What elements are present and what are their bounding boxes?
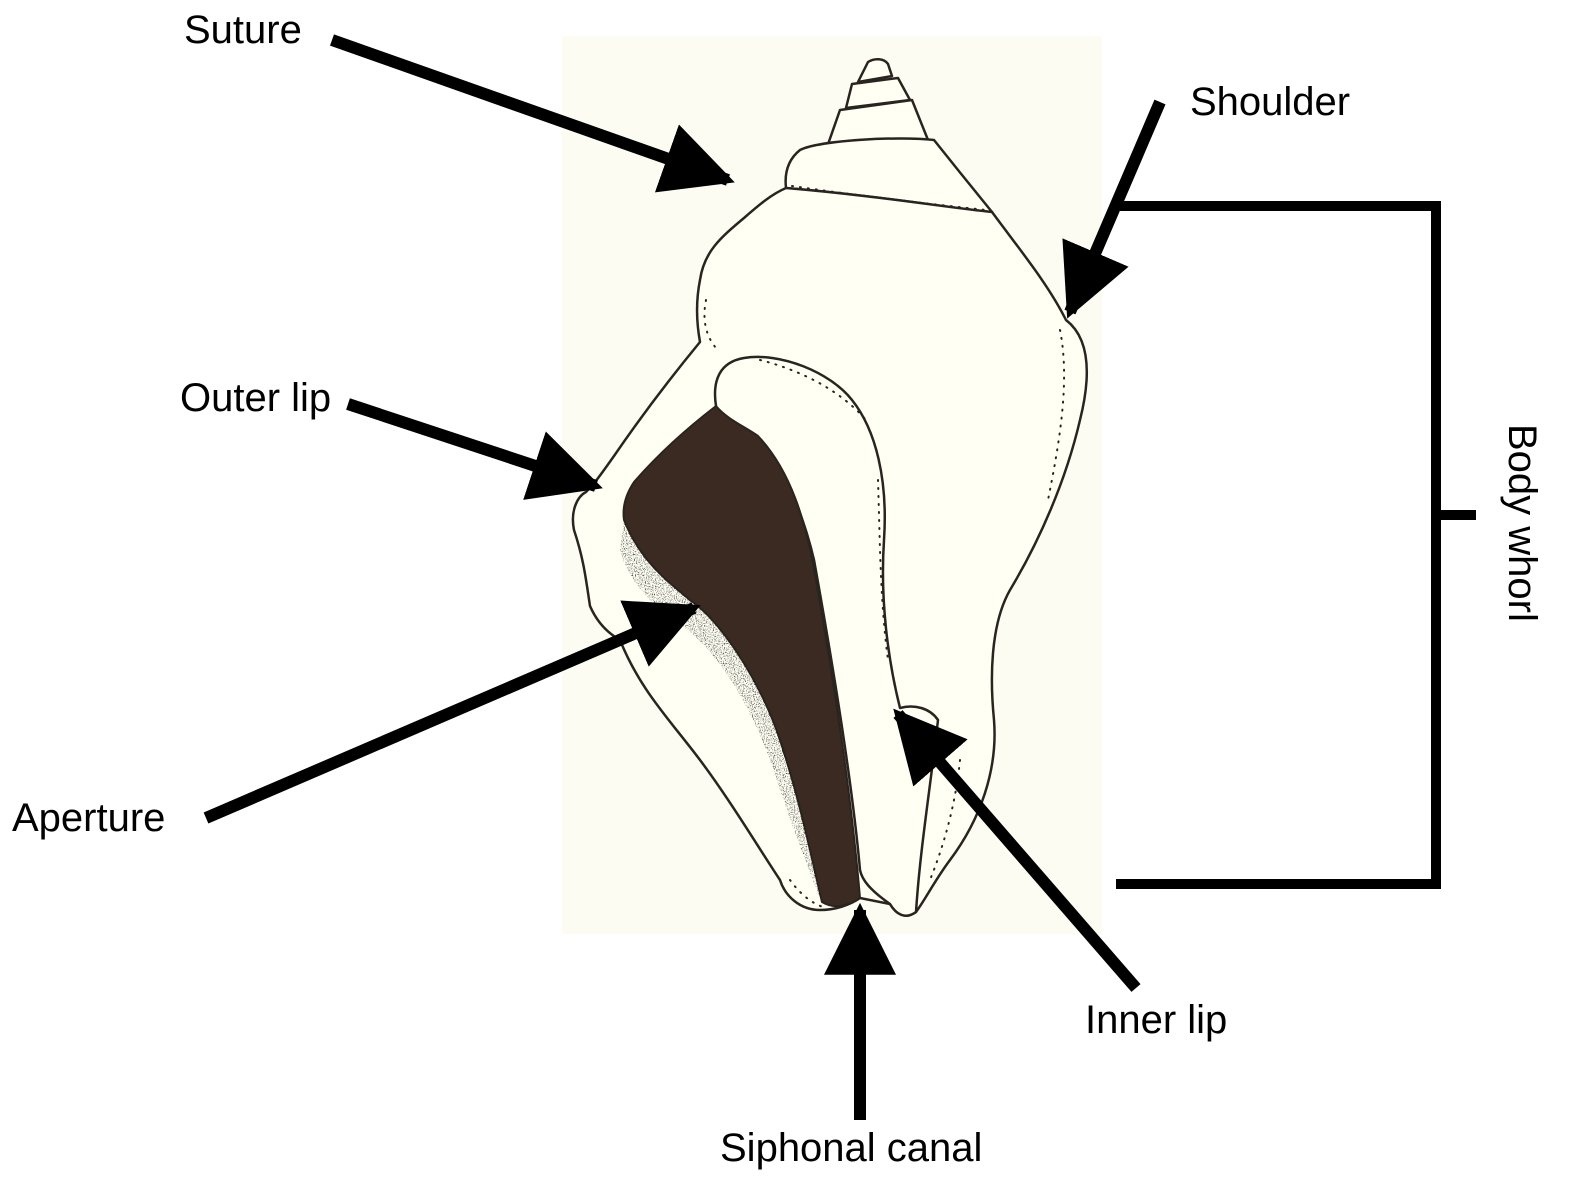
body-whorl-bracket — [1116, 206, 1476, 884]
aperture-label: Aperture — [12, 798, 165, 838]
body-whorl-label: Body whorl — [1502, 424, 1542, 622]
outer-lip-arrow — [348, 404, 596, 486]
shoulder-label: Shoulder — [1190, 82, 1350, 122]
suture-label: Suture — [184, 10, 302, 50]
siphonal-canal-label: Siphonal canal — [720, 1128, 982, 1168]
outer-lip-label: Outer lip — [180, 378, 331, 418]
inner-lip-label: Inner lip — [1085, 1000, 1227, 1040]
